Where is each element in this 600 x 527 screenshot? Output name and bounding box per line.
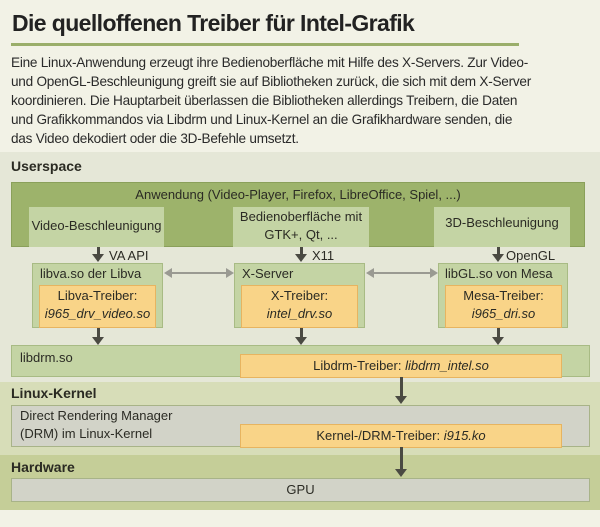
kernel-driver-box: Kernel-/DRM-Treiber: i915.ko [240,424,562,448]
libva-driver-file: i965_drv_video.so [44,306,151,321]
arrow-down-icon [395,396,407,404]
ui-toolkit-box: Bedienoberfläche mit GTK+, Qt, ... [233,207,369,247]
gpu-box: GPU [11,478,590,502]
kernel-driver-file: i915.ko [443,428,486,443]
libgl-driver-file: i965_dri.so [471,306,536,321]
interface-label-x11: X11 [312,248,335,263]
3d-acceleration-box: 3D-Beschleunigung [434,207,570,247]
drm-label-1: Direct Rendering Manager [20,408,173,423]
arrow-right-icon [430,268,438,278]
libdrm-driver-file: libdrm_intel.so [405,358,489,373]
libgl-driver-label: Mesa-Treiber: [463,288,544,303]
xserver-driver-label: X-Treiber: [270,288,329,303]
xserver-driver-box: X-Treiber: intel_drv.so [241,285,358,328]
arrow-stem [97,247,100,255]
arrow-right-icon [226,268,234,278]
arrow-stem [300,328,303,338]
title-divider [11,43,519,46]
arrow-down-icon [92,337,104,345]
hardware-label: Hardware [11,459,75,475]
arrow-left-icon [366,268,374,278]
libgl-box: libGL.so von Mesa Mesa-Treiber: i965_dri… [438,263,568,328]
interface-label-vaapi: VA API [109,248,149,263]
kernel-driver-label: Kernel-/DRM-Treiber: [316,428,444,443]
intro-text: Eine Linux-Anwendung erzeugt ihre Bedien… [11,55,532,146]
libva-box: libva.so der Libva Libva-Treiber: i965_d… [32,263,163,328]
bidirectional-arrow-libva-xserver [171,272,227,274]
arrow-down-icon [295,337,307,345]
drm-label-2: (DRM) im Linux-Kernel [20,426,153,441]
kernel-label: Linux-Kernel [11,385,97,401]
interface-label-opengl: OpenGL [506,248,556,263]
page-title: Die quelloffenen Treiber für Intel-Grafi… [12,10,415,36]
libdrm-label: libdrm.so [20,350,73,365]
arrow-stem [400,377,403,397]
arrow-down-icon [492,254,504,262]
arrow-stem [497,247,500,255]
bidirectional-arrow-xserver-libgl [373,272,431,274]
arrow-down-icon [492,337,504,345]
video-acceleration-box: Video-Beschleunigung [29,207,164,247]
arrow-stem [97,328,100,338]
xserver-label: X-Server [242,266,294,281]
libdrm-box: libdrm.so Libdrm-Treiber: libdrm_intel.s… [11,345,590,378]
ui-toolkit-label-1: Bedienoberfläche mit [239,209,363,224]
video-acceleration-label: Video-Beschleunigung [31,218,162,233]
libva-driver-label: Libva-Treiber: [57,288,138,303]
drm-box: Direct Rendering Manager (DRM) im Linux-… [11,405,590,448]
ui-toolkit-label-2: GTK+, Qt, ... [264,227,338,242]
arrow-stem [497,328,500,338]
arrow-down-icon [295,254,307,262]
libdrm-driver-label: Libdrm-Treiber: [313,358,406,373]
application-label: Anwendung (Video-Player, Firefox, LibreO… [135,187,461,202]
xserver-box: X-Server X-Treiber: intel_drv.so [234,263,365,328]
libva-driver-box: Libva-Treiber: i965_drv_video.so [39,285,156,328]
gpu-label: GPU [286,482,315,497]
libgl-driver-box: Mesa-Treiber: i965_dri.so [445,285,562,328]
libgl-label: libGL.so von Mesa [445,266,553,281]
3d-acceleration-label: 3D-Beschleunigung [445,215,559,230]
arrow-down-icon [395,469,407,477]
kernel-driver-text: Kernel-/DRM-Treiber: i915.ko [241,428,561,443]
arrow-left-icon [164,268,172,278]
arrow-down-icon [92,254,104,262]
userspace-label: Userspace [11,158,82,174]
libdrm-driver-text: Libdrm-Treiber: libdrm_intel.so [241,358,561,373]
arrow-stem [400,447,403,470]
arrow-stem [300,247,303,255]
libdrm-driver-box: Libdrm-Treiber: libdrm_intel.so [240,354,562,378]
libva-label: libva.so der Libva [40,266,142,281]
xserver-driver-file: intel_drv.so [266,306,333,321]
